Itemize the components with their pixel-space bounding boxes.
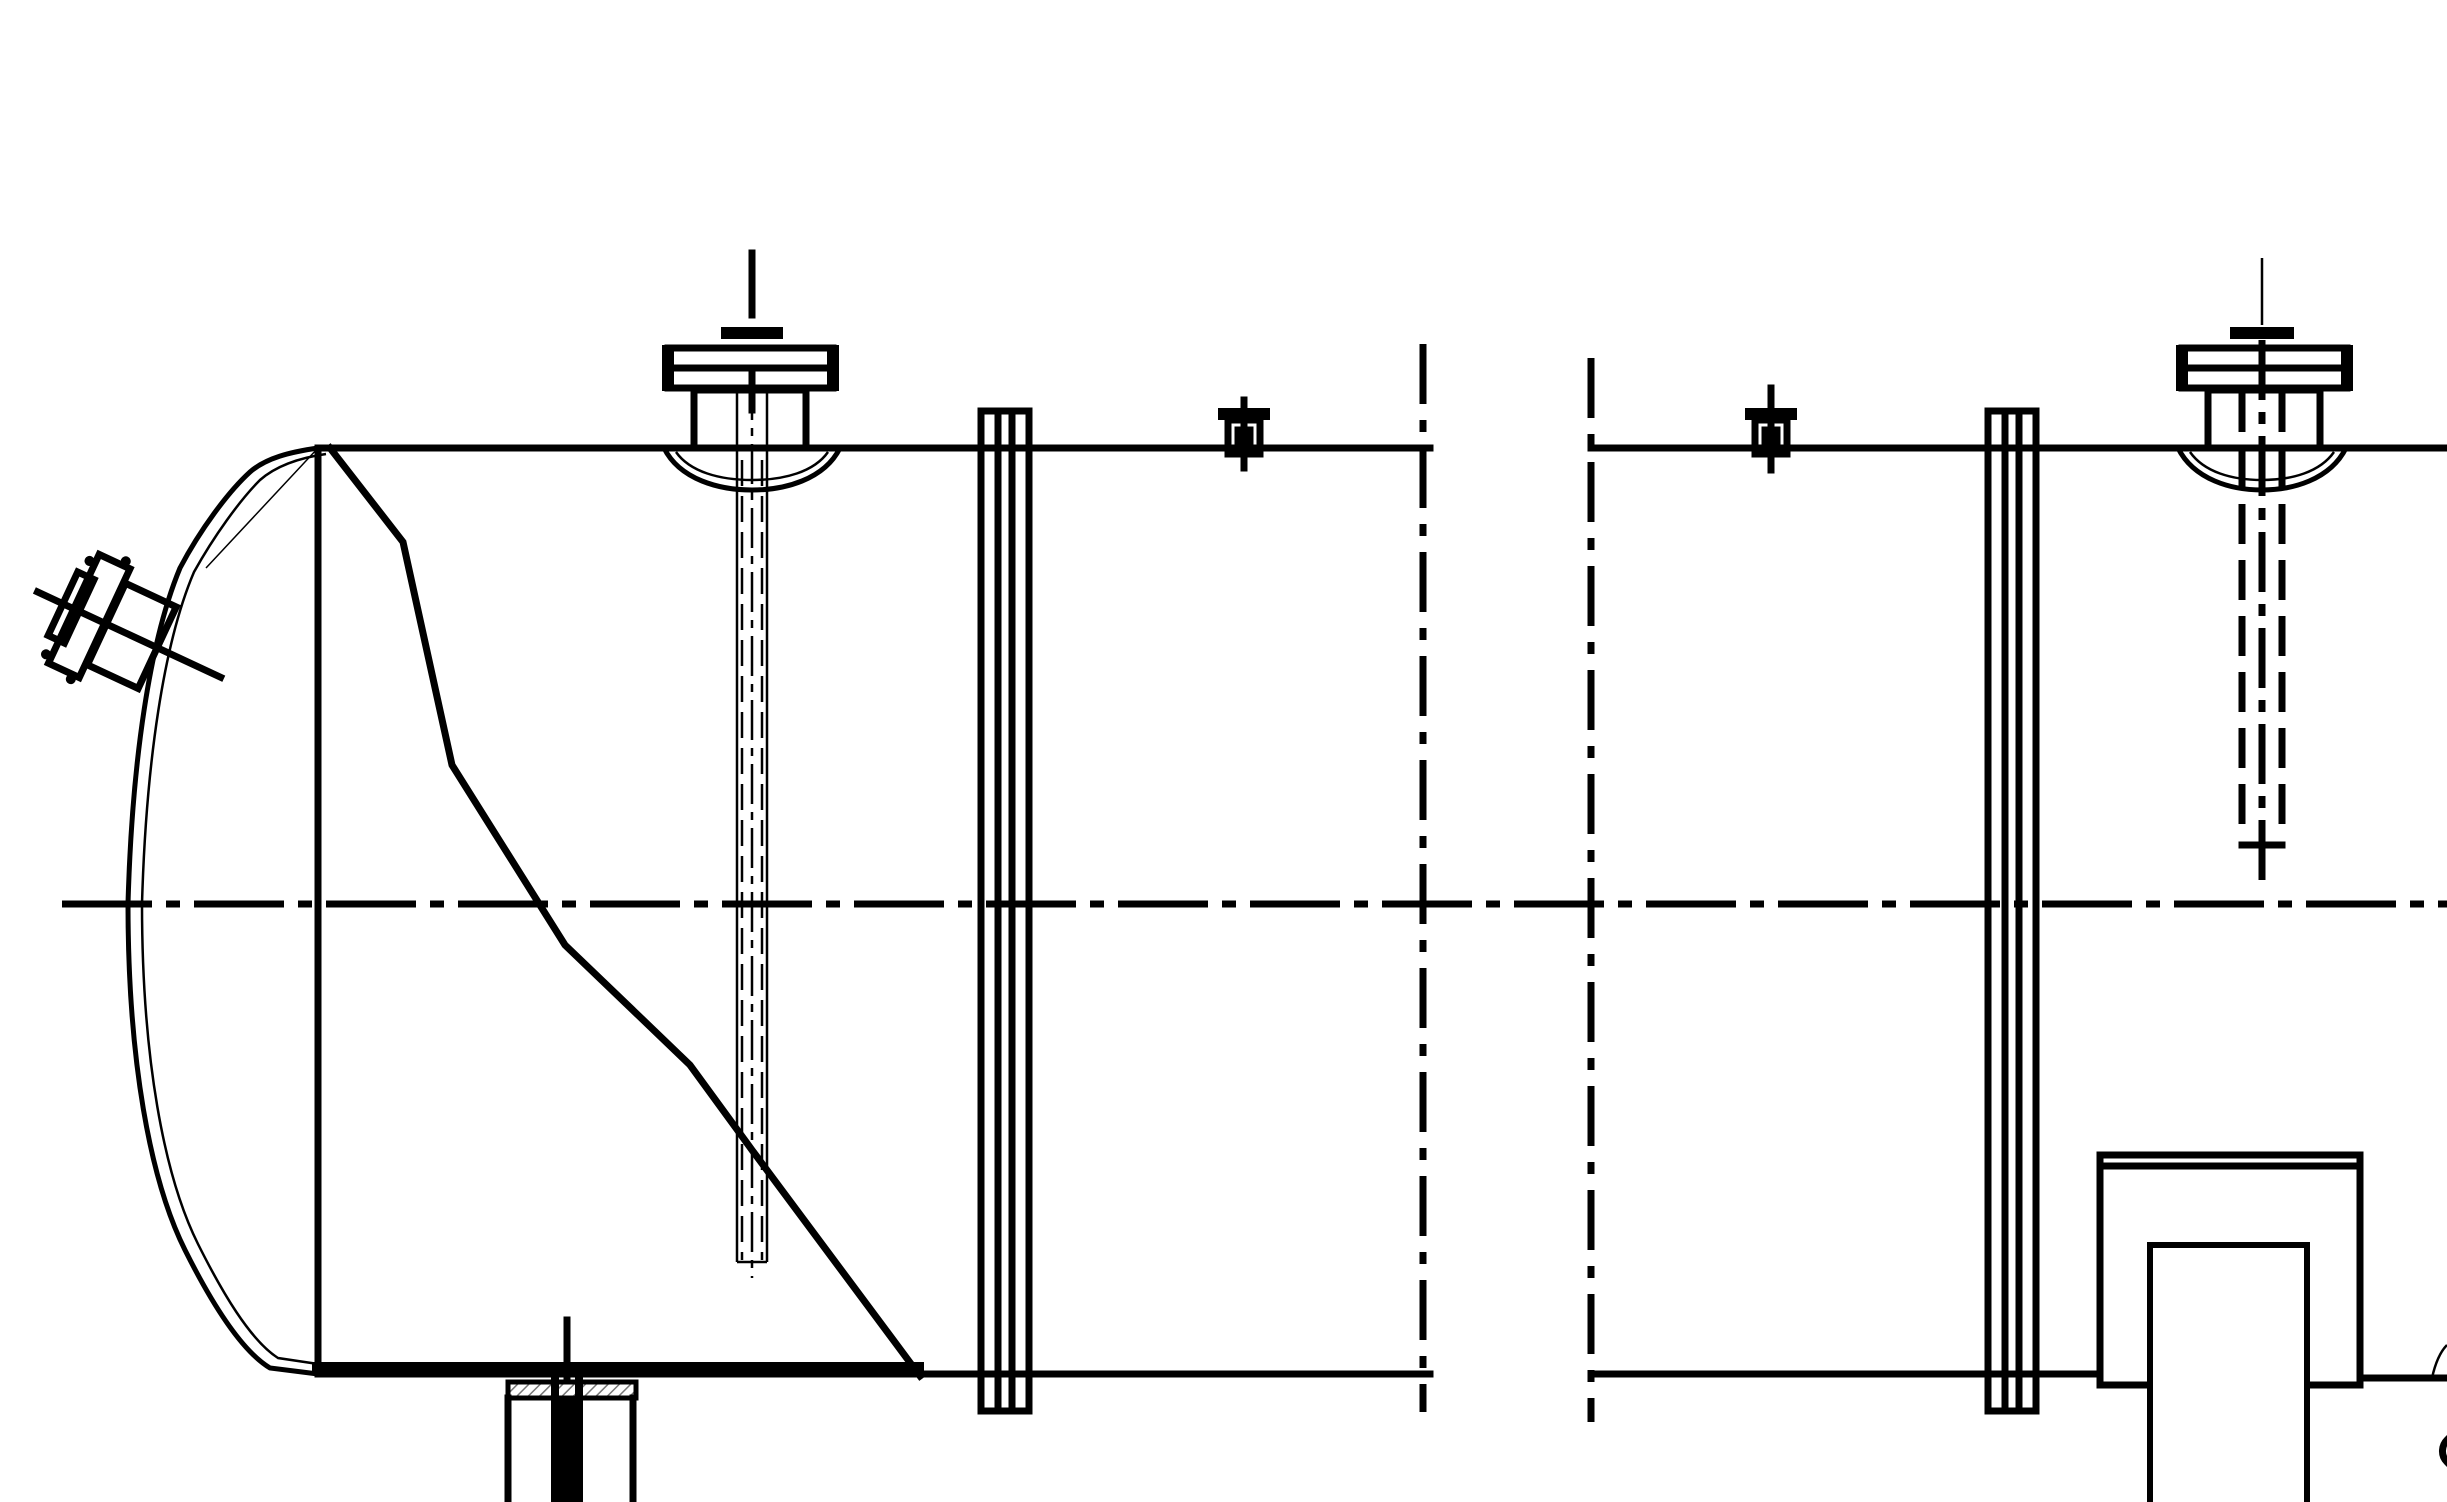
small-coupling-right [1745, 384, 1797, 474]
right-edge-fragment [2430, 1344, 2447, 1467]
left-dished-head [125, 445, 327, 1377]
top-nozzle-left [661, 249, 843, 1278]
head-nozzle [32, 549, 226, 694]
shell-left-section [205, 443, 1434, 1381]
support-right [2096, 1151, 2364, 1502]
support-leg-left [504, 1316, 639, 1502]
body-flange-right [1984, 407, 2040, 1415]
body-flange-left [977, 407, 1033, 1415]
small-coupling-left [1218, 396, 1270, 472]
top-nozzle-right [2175, 258, 2353, 884]
